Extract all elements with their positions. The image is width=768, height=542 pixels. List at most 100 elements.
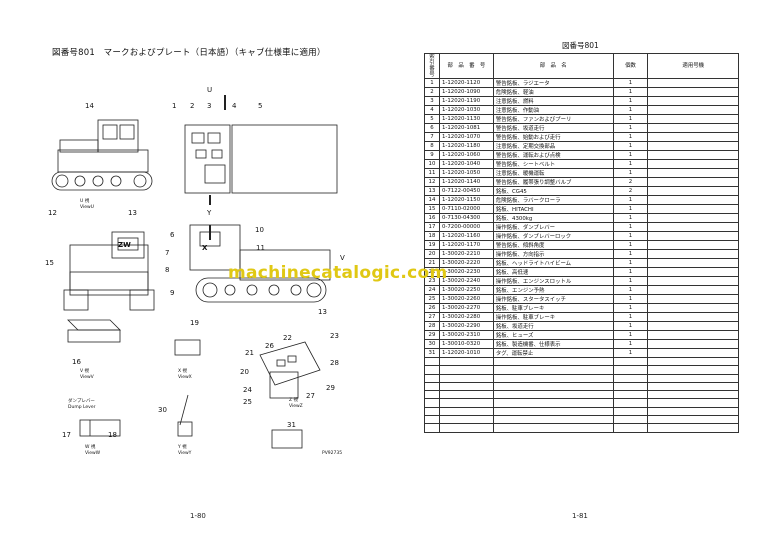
cell-idx: 18: [424, 231, 440, 241]
cell-part-no: 1-12020-1160: [438, 231, 494, 241]
callout-23: 23: [330, 332, 339, 340]
cell-blank: [612, 365, 649, 375]
cell-part-no: 0-7110-02000: [438, 204, 494, 214]
cell-qty: 1: [612, 348, 649, 358]
cell-applicable: [647, 213, 739, 223]
view-v-label: V 視: [80, 367, 90, 374]
view-x-label-en: ViewX: [178, 374, 192, 380]
cell-blank: [647, 365, 739, 375]
callout-8: 8: [165, 266, 169, 274]
tag-31: [271, 429, 303, 449]
cell-blank: [438, 356, 494, 367]
cell-idx: 5: [424, 114, 440, 124]
cell-qty: 1: [612, 150, 649, 160]
callout-31: 31: [287, 421, 296, 429]
cell-idx: 15: [424, 204, 440, 214]
table-row-blank: [424, 356, 739, 367]
cell-blank: [438, 381, 494, 392]
callout-9: 9: [170, 289, 174, 297]
cell-qty: 1: [612, 195, 649, 205]
cell-name: 注意銘板、作動油: [492, 105, 614, 115]
cell-idx: 2: [424, 87, 440, 97]
callout-29: 29: [326, 384, 335, 392]
cell-blank: [424, 390, 440, 400]
cell-blank: [424, 356, 440, 367]
callout-x: X: [202, 244, 208, 252]
callout-11: 11: [256, 244, 265, 252]
view-u-label-en: ViewU: [80, 204, 94, 210]
view-w-label: W 視: [85, 443, 96, 450]
callout-v: V: [340, 254, 345, 262]
cell-part-no: 1-12020-1030: [438, 105, 494, 115]
cell-part-no: 0-7130-04300: [438, 213, 494, 223]
cell-qty: 1: [612, 141, 649, 151]
cell-applicable: [647, 276, 739, 286]
cell-idx: 4: [424, 105, 440, 115]
cell-qty: 1: [612, 96, 649, 106]
cell-part-no: 1-12020-1180: [438, 141, 494, 151]
callout-zw: ZW: [118, 241, 131, 249]
cell-applicable: [647, 96, 739, 106]
cell-blank: [647, 415, 739, 425]
cell-name: 危険銘板、ラバークローラ: [492, 195, 614, 205]
view-x-label: X 視: [178, 367, 188, 374]
cell-blank: [424, 365, 440, 375]
cell-part-no: 0-7200-00000: [438, 222, 494, 232]
cell-part-no: 1-12020-1120: [438, 78, 494, 88]
cell-blank: [492, 365, 614, 375]
machine-front-view: [63, 231, 155, 311]
cell-idx: 10: [424, 159, 440, 169]
callout-16: 16: [72, 358, 81, 366]
cell-name: 操作銘板、スタータスイッチ: [492, 294, 614, 304]
cell-applicable: [647, 285, 739, 295]
watermark: machinecatalogic.com: [228, 263, 448, 283]
cell-part-no: 1-12020-1140: [438, 177, 494, 187]
cell-idx: 14: [424, 195, 440, 205]
cell-name: 警告銘板、運転および点検: [492, 150, 614, 160]
view-y-label-en: ViewY: [178, 450, 192, 456]
cell-blank: [492, 381, 614, 392]
cell-qty: 1: [612, 213, 649, 223]
cell-qty: 1: [612, 222, 649, 232]
cell-qty: 2: [612, 186, 649, 196]
cell-qty: 1: [612, 321, 649, 331]
cell-applicable: [647, 195, 739, 205]
callout-21: 21: [245, 349, 254, 357]
page-number-left: 1-80: [190, 512, 206, 520]
cell-part-no: 1-12020-1090: [438, 87, 494, 97]
cell-blank: [612, 373, 649, 383]
cell-name: 危険銘板、軽油: [492, 87, 614, 97]
cell-applicable: [647, 222, 739, 232]
table-row-blank: [424, 415, 739, 425]
cell-qty: 1: [612, 132, 649, 142]
parts-list-title: 図番号801: [562, 41, 599, 50]
header-qty: 個数: [612, 53, 649, 79]
table-row-blank: [424, 406, 739, 417]
callout-17: 17: [62, 431, 71, 439]
cell-idx: 9: [424, 150, 440, 160]
cell-part-no: 1-30020-2280: [438, 312, 494, 322]
cell-qty: 1: [612, 267, 649, 277]
cell-applicable: [647, 177, 739, 187]
cell-applicable: [647, 294, 739, 304]
cell-blank: [492, 373, 614, 383]
cell-blank: [424, 406, 440, 417]
view-x-detail: [174, 339, 201, 356]
cell-part-no: 1-30020-2210: [438, 249, 494, 259]
cell-idx: 19: [424, 240, 440, 250]
cell-applicable: [647, 141, 739, 151]
callout-u: U: [207, 86, 212, 94]
cell-qty: 1: [612, 240, 649, 250]
